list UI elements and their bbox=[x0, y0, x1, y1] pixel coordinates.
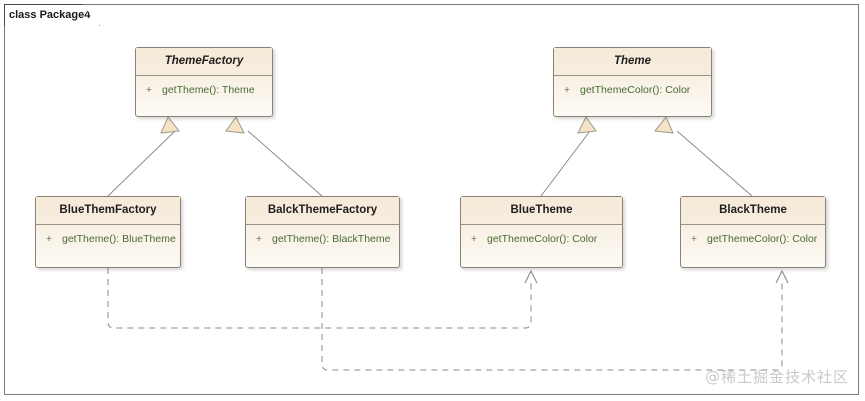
class-name-black-theme: BlackTheme bbox=[681, 197, 825, 225]
class-member[interactable]: + getThemeColor(): Color bbox=[554, 82, 711, 99]
class-members-blue-theme: + getThemeColor(): Color bbox=[461, 225, 622, 248]
member-signature: getTheme(): BlueTheme bbox=[62, 233, 176, 245]
class-members-theme: + getThemeColor(): Color bbox=[554, 76, 711, 99]
class-box-theme-factory[interactable]: ThemeFactory + getTheme(): Theme bbox=[135, 47, 273, 117]
watermark-text: @稀土掘金技术社区 bbox=[704, 368, 849, 386]
class-box-balck-theme-factory[interactable]: BalckThemeFactory + getTheme(): BlackThe… bbox=[245, 196, 400, 268]
member-visibility: + bbox=[563, 84, 571, 96]
member-visibility: + bbox=[45, 233, 53, 245]
class-name-theme: Theme bbox=[554, 48, 711, 76]
class-members-blue-them-factory: + getTheme(): BlueTheme bbox=[36, 225, 180, 248]
class-members-balck-theme-factory: + getTheme(): BlackTheme bbox=[246, 225, 399, 248]
class-member[interactable]: + getThemeColor(): Color bbox=[461, 231, 622, 248]
member-visibility: + bbox=[470, 233, 478, 245]
class-members-theme-factory: + getTheme(): Theme bbox=[136, 76, 272, 99]
member-signature: getThemeColor(): Color bbox=[580, 84, 691, 96]
member-signature: getTheme(): Theme bbox=[162, 84, 255, 96]
class-box-blue-them-factory[interactable]: BlueThemFactory + getTheme(): BlueTheme bbox=[35, 196, 181, 268]
class-member[interactable]: + getThemeColor(): Color bbox=[681, 231, 825, 248]
class-box-blue-theme[interactable]: BlueTheme + getThemeColor(): Color bbox=[460, 196, 623, 268]
class-name-theme-factory: ThemeFactory bbox=[136, 48, 272, 76]
class-member[interactable]: + getTheme(): Theme bbox=[136, 82, 272, 99]
class-member[interactable]: + getTheme(): BlackTheme bbox=[246, 231, 399, 248]
member-visibility: + bbox=[145, 84, 153, 96]
class-box-theme[interactable]: Theme + getThemeColor(): Color bbox=[553, 47, 712, 117]
class-name-balck-theme-factory: BalckThemeFactory bbox=[246, 197, 399, 225]
member-signature: getTheme(): BlackTheme bbox=[272, 233, 391, 245]
package-tab[interactable]: class Package4 bbox=[4, 4, 100, 26]
class-name-blue-theme: BlueTheme bbox=[461, 197, 622, 225]
member-visibility: + bbox=[255, 233, 263, 245]
class-member[interactable]: + getTheme(): BlueTheme bbox=[36, 231, 180, 248]
class-box-black-theme[interactable]: BlackTheme + getThemeColor(): Color bbox=[680, 196, 826, 268]
package-tab-seam bbox=[5, 24, 97, 28]
member-visibility: + bbox=[690, 233, 698, 245]
member-signature: getThemeColor(): Color bbox=[487, 233, 598, 245]
class-name-blue-them-factory: BlueThemFactory bbox=[36, 197, 180, 225]
class-members-black-theme: + getThemeColor(): Color bbox=[681, 225, 825, 248]
member-signature: getThemeColor(): Color bbox=[707, 233, 818, 245]
package-tab-label: class Package4 bbox=[9, 9, 91, 21]
